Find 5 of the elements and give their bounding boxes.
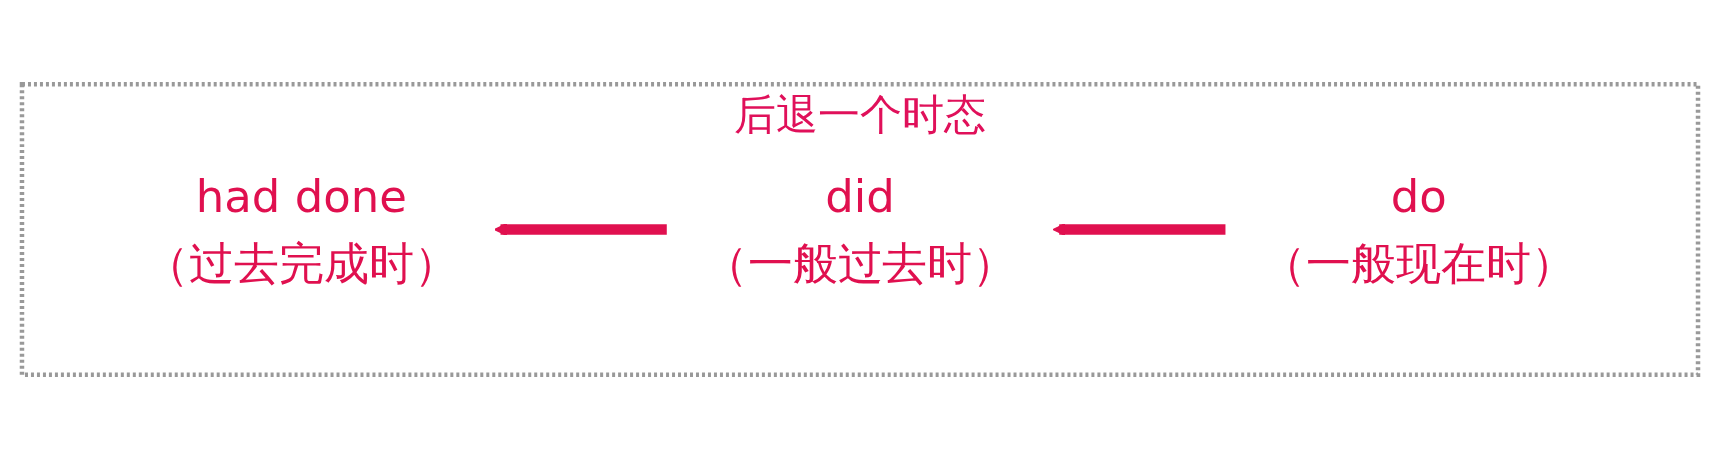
arrow (493, 222, 667, 237)
node-text: had done （过去完成时） (144, 169, 459, 290)
node-text: do （一般现在时） (1261, 169, 1576, 290)
arrow (1052, 222, 1226, 237)
node-text: did （一般过去时） (702, 169, 1018, 290)
